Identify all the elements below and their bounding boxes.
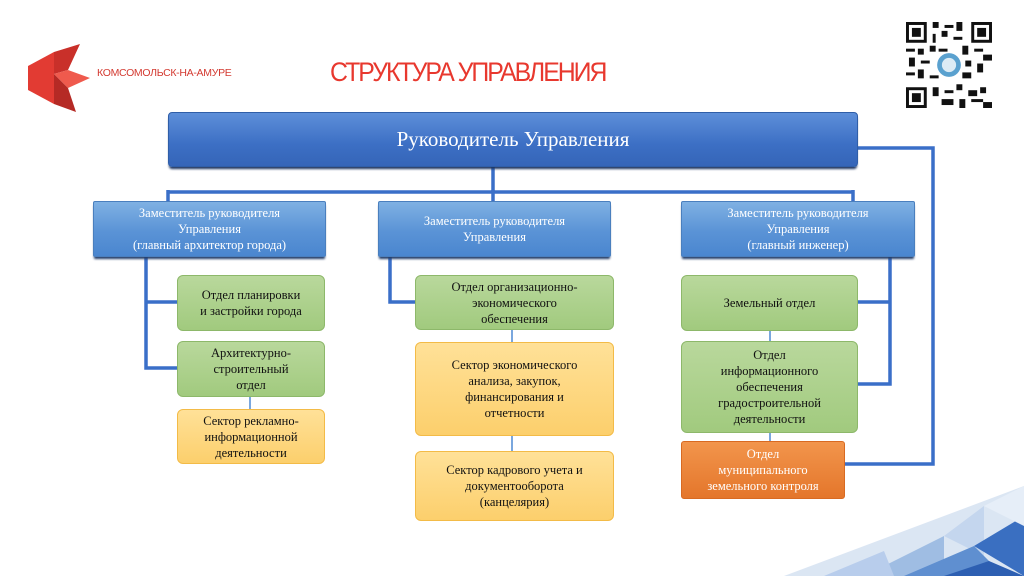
unit-label: Земельный отдел bbox=[723, 296, 816, 310]
municipal-land-control-box: Отдел муниципального земельного контроля bbox=[681, 441, 845, 499]
deputy-label: Заместитель руководителя Управления (гла… bbox=[132, 206, 287, 252]
unit-label: Архитектурно- строительный отдел bbox=[210, 346, 292, 392]
page-title: СТРУКТУРА УПРАВЛЕНИЯ bbox=[330, 57, 607, 87]
unit-label: Отдел организационно- экономического обе… bbox=[451, 279, 578, 326]
unit-label: Сектор экономического анализа, закупок, … bbox=[451, 358, 578, 420]
unit-label: Сектор рекламно- информационной деятельн… bbox=[203, 413, 299, 460]
advertising-sector-box: Сектор рекламно- информационной деятельн… bbox=[177, 409, 325, 464]
unit-label: Отдел планировки и застройки города bbox=[200, 288, 302, 318]
deputy-label: Заместитель руководителя Управления bbox=[423, 214, 566, 244]
architecture-department-box: Архитектурно- строительный отдел bbox=[177, 341, 325, 397]
qr-code-icon bbox=[906, 22, 992, 108]
head-of-department-box: Руководитель Управления bbox=[168, 112, 858, 167]
deputy-chief-architect-box: Заместитель руководителя Управления (гла… bbox=[93, 201, 326, 257]
personnel-sector-box: Сектор кадрового учета и документооборот… bbox=[415, 451, 614, 521]
economic-analysis-sector-box: Сектор экономического анализа, закупок, … bbox=[415, 342, 614, 436]
komsomolsk-logo-icon bbox=[28, 44, 90, 112]
org-economic-department-box: Отдел организационно- экономического обе… bbox=[415, 275, 614, 330]
deputy-box: Заместитель руководителя Управления bbox=[378, 201, 611, 257]
information-support-department-box: Отдел информационного обеспечения градос… bbox=[681, 341, 858, 433]
unit-label: Сектор кадрового учета и документооборот… bbox=[446, 463, 583, 509]
logo-text: КОМСОМОЛЬСК-НА-АМУРЕ bbox=[97, 67, 232, 79]
head-label: Руководитель Управления bbox=[396, 127, 630, 152]
planning-department-box: Отдел планировки и застройки города bbox=[177, 275, 325, 331]
decorative-triangles bbox=[784, 486, 1024, 576]
unit-label: Отдел муниципального земельного контроля bbox=[707, 447, 819, 493]
unit-label: Отдел информационного обеспечения градос… bbox=[718, 348, 821, 426]
deputy-chief-engineer-box: Заместитель руководителя Управления (гла… bbox=[681, 201, 915, 257]
deputy-label: Заместитель руководителя Управления (гла… bbox=[727, 206, 869, 252]
land-department-box: Земельный отдел bbox=[681, 275, 858, 331]
